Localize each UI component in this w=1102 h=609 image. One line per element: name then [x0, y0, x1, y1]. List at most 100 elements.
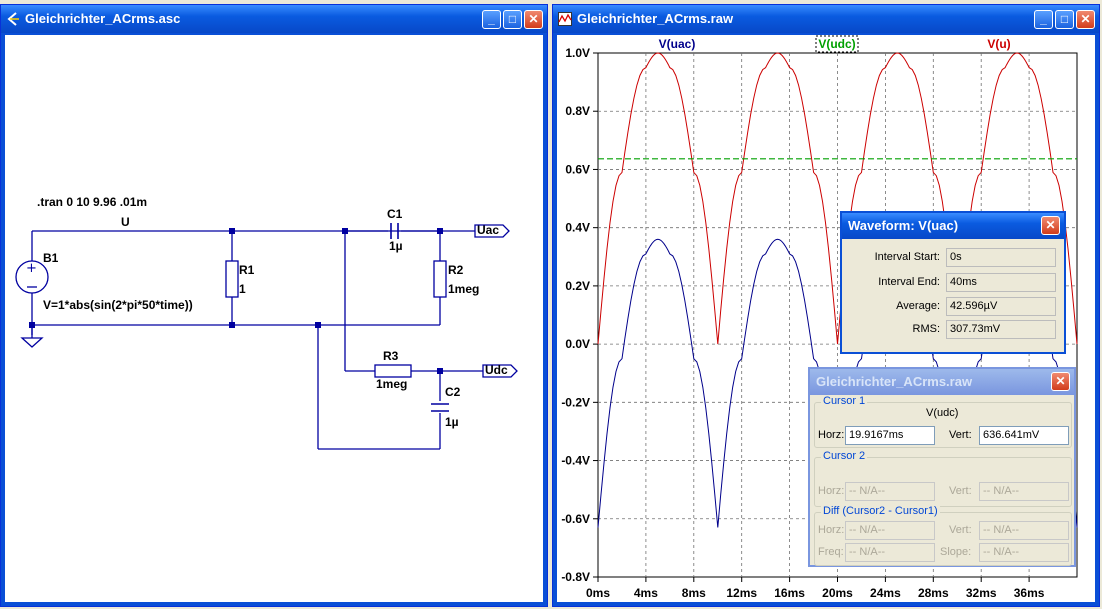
cursor-dialog-titlebar[interactable]: Gleichrichter_ACrms.raw ✕	[810, 369, 1074, 395]
schematic-window: Gleichrichter_ACrms.asc _ □ ✕	[0, 4, 548, 607]
c2-symbol[interactable]	[431, 403, 449, 412]
diff-slope-label: Slope:	[940, 546, 972, 558]
svg-text:+: +	[26, 261, 37, 276]
average-field[interactable]: 42.596µV	[946, 297, 1056, 316]
waveform-stats-dialog: Waveform: V(uac) ✕ Interval Start: 0s In…	[840, 211, 1066, 354]
cursor2-horz-field[interactable]: -- N/A--	[845, 482, 935, 501]
x-tick-label: 24ms	[870, 586, 901, 600]
waveform-dialog-titlebar[interactable]: Waveform: V(uac) ✕	[842, 213, 1064, 239]
maximize-button[interactable]: □	[1055, 10, 1074, 29]
schematic-titlebar[interactable]: Gleichrichter_ACrms.asc _ □ ✕	[1, 5, 547, 33]
b1-name: B1	[43, 251, 59, 265]
r3-name: R3	[383, 349, 399, 363]
schematic-drawing: +	[15, 223, 518, 450]
x-tick-label: 36ms	[1014, 586, 1045, 600]
voltage-source-symbol[interactable]: +	[15, 260, 49, 294]
net-label-u: U	[121, 215, 130, 229]
cursor1-group-label: Cursor 1	[821, 395, 868, 407]
x-tick-label: 8ms	[682, 586, 706, 600]
port-uac-symbol[interactable]	[474, 224, 510, 238]
average-label: Average:	[896, 300, 940, 312]
schematic-window-title: Gleichrichter_ACrms.asc	[25, 11, 181, 26]
c1-value: 1µ	[389, 239, 403, 253]
diff-slope-field[interactable]: -- N/A--	[979, 543, 1069, 562]
r2-value: 1meg	[448, 282, 480, 296]
c2-name: C2	[445, 385, 461, 399]
waveform-titlebar[interactable]: Gleichrichter_ACrms.raw _ □ ✕	[553, 5, 1099, 33]
y-tick-label: 0.8V	[565, 104, 590, 118]
y-tick-label: 0.2V	[565, 279, 590, 293]
waveform-app-icon	[558, 12, 572, 26]
diff-freq-field[interactable]: -- N/A--	[845, 543, 935, 562]
cursor2-vert-label: Vert:	[949, 485, 972, 497]
port-udc-symbol[interactable]	[482, 364, 518, 378]
schematic-app-icon	[7, 12, 19, 26]
x-tick-label: 16ms	[774, 586, 805, 600]
x-tick-label: 4ms	[634, 586, 658, 600]
tran-directive[interactable]: .tran 0 10 9.96 .01m	[37, 195, 148, 209]
r3-value: 1meg	[376, 377, 408, 391]
minimize-button[interactable]: _	[1034, 10, 1053, 29]
y-tick-label: -0.4V	[561, 454, 590, 468]
r1-symbol[interactable]	[225, 260, 239, 298]
r3-symbol[interactable]	[374, 364, 412, 378]
schematic-canvas[interactable]: + .t	[5, 35, 543, 602]
x-tick-label: 0ms	[586, 586, 610, 600]
close-button[interactable]: ✕	[1051, 372, 1070, 391]
interval-start-label: Interval Start:	[874, 251, 940, 263]
r2-symbol[interactable]	[433, 260, 447, 298]
r2-name: R2	[448, 263, 464, 277]
cursor1-vert-field[interactable]: 636.641mV	[979, 426, 1069, 445]
c2-value: 1µ	[445, 415, 459, 429]
diff-group-label: Diff (Cursor2 - Cursor1)	[821, 505, 940, 517]
diff-group: Diff (Cursor2 - Cursor1)	[814, 505, 1072, 566]
r1-name: R1	[239, 263, 255, 277]
trace-label-u[interactable]: V(u)	[987, 37, 1010, 51]
diff-horz-field[interactable]: -- N/A--	[845, 521, 935, 540]
trace-label-udc-selection	[815, 35, 859, 53]
port-udc-label: Udc	[485, 363, 508, 377]
cursor1-group: Cursor 1	[814, 395, 1072, 448]
cursor2-group: Cursor 2	[814, 450, 1072, 507]
x-tick-label: 20ms	[822, 586, 853, 600]
maximize-button[interactable]: □	[503, 10, 522, 29]
cursor1-horz-label: Horz:	[818, 429, 845, 441]
c1-symbol[interactable]	[390, 223, 399, 239]
y-tick-label: 0.0V	[565, 337, 590, 351]
cursor2-group-label: Cursor 2	[821, 450, 868, 462]
diff-freq-label: Freq:	[818, 546, 844, 558]
y-tick-label: 0.4V	[565, 221, 590, 235]
port-uac-label: Uac	[477, 223, 500, 237]
cursor2-vert-field[interactable]: -- N/A--	[979, 482, 1069, 501]
cursor1-trace-name: V(udc)	[926, 407, 959, 419]
rms-field[interactable]: 307.73mV	[946, 320, 1056, 339]
interval-start-field[interactable]: 0s	[946, 248, 1056, 267]
ground-symbol[interactable]	[20, 337, 44, 348]
close-button[interactable]: ✕	[1076, 10, 1095, 29]
diff-vert-field[interactable]: -- N/A--	[979, 521, 1069, 540]
trace-label-udc[interactable]: V(udc)	[818, 37, 855, 51]
cursor1-horz-field[interactable]: 19.9167ms	[845, 426, 935, 445]
cursor-dialog-title: Gleichrichter_ACrms.raw	[816, 374, 973, 389]
diff-horz-label: Horz:	[818, 524, 845, 536]
x-tick-label: 32ms	[966, 586, 997, 600]
b1-value: V=1*abs(sin(2*pi*50*time))	[43, 298, 193, 312]
close-button[interactable]: ✕	[524, 10, 543, 29]
y-tick-label: -0.2V	[561, 395, 590, 409]
waveform-window-title: Gleichrichter_ACrms.raw	[577, 11, 734, 26]
cursor2-horz-label: Horz:	[818, 485, 845, 497]
y-tick-label: -0.8V	[561, 570, 590, 584]
close-button[interactable]: ✕	[1041, 216, 1060, 235]
x-tick-label: 28ms	[918, 586, 949, 600]
cursor-dialog: Gleichrichter_ACrms.raw ✕ Cursor 1 V(udc…	[808, 367, 1076, 567]
cursor1-vert-label: Vert:	[949, 429, 972, 441]
trace-v-u[interactable]	[597, 52, 1078, 345]
y-tick-label: 1.0V	[565, 46, 590, 60]
trace-label-uac[interactable]: V(uac)	[659, 37, 696, 51]
y-tick-label: -0.6V	[561, 512, 590, 526]
interval-end-field[interactable]: 40ms	[946, 273, 1056, 292]
minimize-button[interactable]: _	[482, 10, 501, 29]
interval-end-label: Interval End:	[878, 276, 940, 288]
y-tick-label: 0.6V	[565, 162, 590, 176]
c1-name: C1	[387, 207, 403, 221]
